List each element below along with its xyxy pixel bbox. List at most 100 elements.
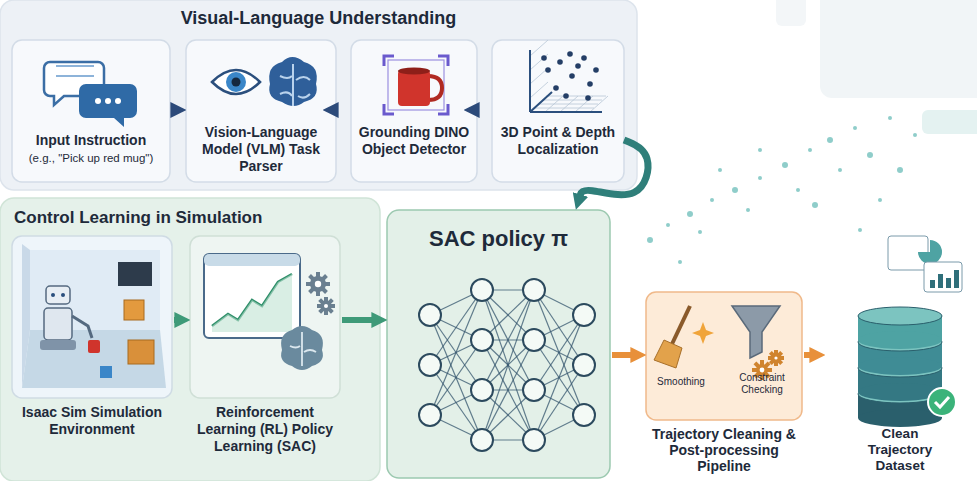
flow-arrow	[478, 107, 479, 113]
nn-link	[482, 290, 534, 440]
text-wrap: Reinforcement Learning (RL) Policy Learn…	[190, 404, 340, 454]
brain-icon	[269, 57, 317, 106]
neural-network	[419, 279, 595, 451]
process-box: Grounding DINO Object Detector	[351, 40, 477, 182]
box-label: Reinforcement Learning (RL) Policy Learn…	[194, 404, 336, 454]
flow-arrow	[342, 317, 373, 323]
screen	[118, 262, 152, 286]
flow-arrow	[174, 317, 176, 323]
gear-body	[321, 301, 331, 311]
point	[575, 63, 581, 69]
bar	[954, 270, 959, 288]
window-bar	[204, 254, 300, 266]
deco-dot	[647, 237, 653, 243]
deco-dot	[758, 148, 762, 152]
database-icon	[858, 236, 962, 427]
nn-node	[471, 379, 493, 401]
deco-dot	[710, 198, 714, 202]
gear-body	[310, 276, 326, 292]
box-label: Grounding DINO Object Detector	[355, 124, 473, 158]
eye-icon	[212, 70, 260, 94]
robot-base	[40, 340, 76, 350]
broom-bristles	[654, 340, 682, 368]
box-label: Smoothing	[654, 376, 708, 388]
box-fill	[351, 40, 477, 182]
deco-dot	[812, 202, 818, 208]
deco-dot	[687, 211, 693, 217]
db-top	[858, 307, 942, 325]
check-badge	[928, 388, 956, 416]
nn-node	[471, 329, 493, 351]
mug-body	[398, 70, 430, 106]
nn-node	[573, 404, 595, 426]
point	[541, 55, 547, 61]
pointcloud-icon	[530, 40, 608, 112]
iris	[226, 72, 246, 92]
robot-body	[44, 308, 72, 340]
point	[553, 85, 559, 91]
process-box: Vision-Language Model (VLM) Task Parser	[186, 40, 336, 182]
flow-arrow	[612, 352, 632, 358]
brain-folds	[290, 332, 316, 366]
mug-rim	[398, 68, 430, 75]
mug	[88, 340, 100, 353]
process-box: Input Instruction(e.g., "Pick up red mug…	[12, 40, 170, 182]
text-wrap: SAC policy π	[387, 226, 610, 252]
window	[204, 254, 300, 338]
pie	[918, 240, 942, 264]
funnel	[732, 306, 780, 358]
speech-bubbles-icon	[44, 62, 137, 127]
point	[545, 67, 551, 73]
broom-handle	[672, 306, 690, 344]
text-wrap: Grounding DINO Object Detector	[351, 124, 477, 158]
text-wrap: Vision-Language Model (VLM) Task Parser	[186, 124, 336, 174]
deco-dot	[888, 116, 892, 120]
box-label: SAC policy π	[391, 226, 606, 252]
deco-panel	[776, 0, 806, 26]
text-wrap: Visual-Language Understanding	[0, 8, 637, 30]
deco-dot	[718, 168, 722, 172]
panel-title: Visual-Language Understanding	[4, 8, 633, 30]
nn-node	[471, 279, 493, 301]
point	[587, 81, 593, 87]
deco-dot	[698, 230, 702, 234]
bar	[930, 280, 935, 288]
deco-dot	[666, 223, 670, 227]
mug-handle	[428, 76, 442, 100]
nn-node	[523, 379, 545, 401]
box-label: Clean Trajectory Dataset	[849, 426, 951, 475]
gear-hole	[760, 368, 765, 373]
deco-dot	[796, 188, 800, 192]
process-box: SmoothingConstraint CheckingTrajectory C…	[646, 292, 802, 479]
box-fill	[190, 236, 340, 398]
deco-panel	[922, 110, 977, 134]
deco-dot	[867, 152, 873, 158]
deco-dot	[782, 162, 788, 168]
box-fill	[0, 198, 380, 481]
box-fill	[0, 0, 637, 190]
rl-chart-icon	[204, 254, 335, 370]
grid-line	[530, 54, 548, 70]
eye-outline	[212, 70, 260, 94]
cleaning-icons	[654, 306, 784, 380]
bubble-dot	[95, 98, 101, 104]
deco-dot	[746, 208, 750, 212]
grid-line	[546, 96, 606, 97]
nn-node	[419, 354, 441, 376]
deco-dot	[858, 228, 862, 232]
group-panel: Input Instruction(e.g., "Pick up red mug…	[0, 0, 637, 190]
reward-area	[212, 274, 292, 332]
cube	[100, 366, 112, 378]
grid-line	[538, 104, 598, 105]
box-fill	[646, 292, 802, 420]
nn-node	[573, 354, 595, 376]
simulation-scene	[22, 244, 166, 388]
text-wrap: 3D Point & Depth Localization	[492, 124, 624, 158]
nn-node	[419, 304, 441, 326]
box-fill	[12, 236, 172, 398]
nn-link	[430, 340, 482, 415]
box-label: Constraint Checking	[730, 372, 794, 396]
nn-node	[419, 404, 441, 426]
panel-title: Control Learning in Simulation	[14, 208, 376, 228]
